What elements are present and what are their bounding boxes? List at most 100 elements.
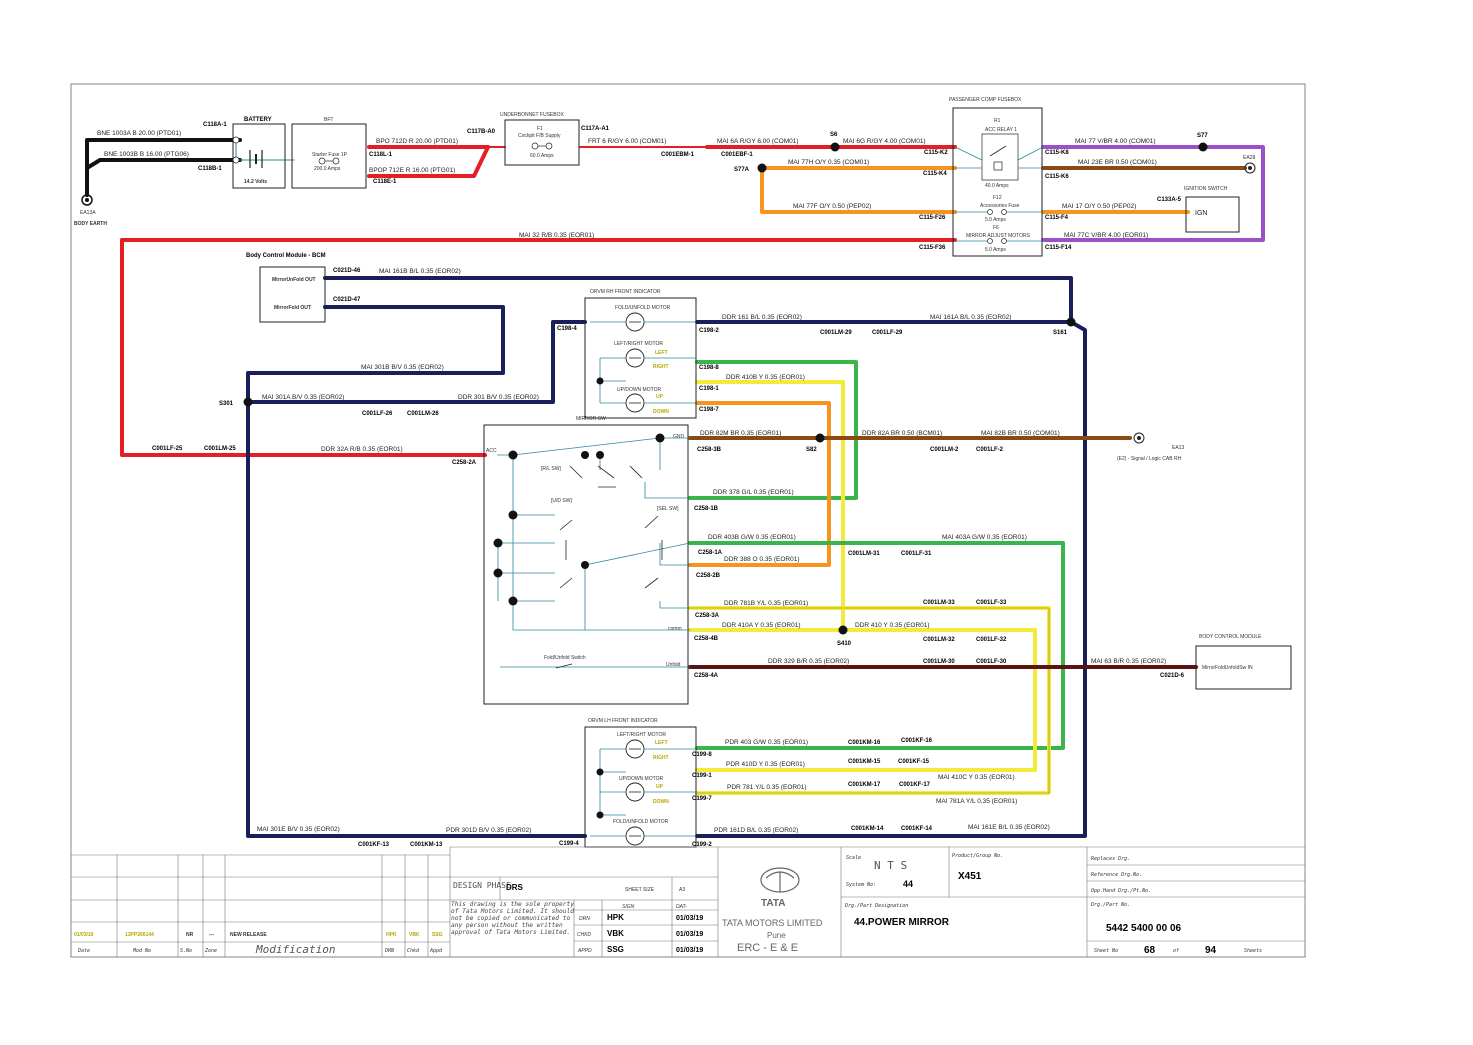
diagram-label: [SEL SW] — [657, 506, 679, 512]
diagram-label: C001LF-26 — [362, 411, 393, 417]
wire-label: MAI 161B B/L 0.35 (EOR02) — [379, 268, 461, 275]
wire-label: PDR 781 Y/L 0.35 (EOR01) — [727, 784, 807, 791]
diagram-label: C258-2A — [452, 460, 477, 466]
wire-label: DDR 781B Y/L 0.35 (EOR01) — [724, 600, 808, 607]
diagram-label: MirrorFoldUnfoldSw IN — [1202, 665, 1253, 671]
diagram-label: TATA MOTORS LIMITED — [722, 918, 823, 928]
wire-label: MAI 161A B/L 0.35 (EOR02) — [930, 314, 1011, 321]
diagram-label: 68 — [1144, 945, 1156, 956]
diagram-label: UP — [656, 394, 664, 400]
diagram-label: C118E-1 — [373, 179, 397, 185]
diagram-label: LEFT/RIGHT MOTOR — [617, 732, 666, 738]
diagram-label: Appd — [429, 948, 443, 954]
diagram-label: 01/03/19 — [676, 915, 703, 922]
diagram-label: C001EBF-1 — [721, 152, 753, 158]
diagram-label: comm — [668, 626, 682, 632]
diagram-label: C001LM-30 — [923, 659, 955, 665]
diagram-label: 44.POWER MIRROR — [854, 917, 950, 928]
diagram-label: Reference Drg.No. — [1091, 872, 1142, 878]
diagram-label: S77 — [1197, 133, 1208, 139]
title-block: 01/03/19 13PP266144 NR --- NEW RELEASE H… — [71, 846, 1305, 957]
diagram-label: C001KM-15 — [848, 759, 881, 765]
diagram-label: 60.0 Amps — [530, 153, 554, 159]
diagram-label: C001KM-16 — [848, 740, 881, 746]
wire-label: MAI 301E B/V 0.35 (EOR02) — [257, 826, 340, 833]
diagram-label: 200.0 Amps — [314, 166, 341, 172]
diagram-label: APPD — [577, 948, 592, 954]
diagram-label: Mod No — [132, 948, 151, 954]
diagram-label: C001KF-16 — [901, 738, 933, 744]
diagram-label: UP — [656, 784, 664, 790]
diagram-label: NR — [186, 932, 194, 938]
diagram-label: S.No — [180, 948, 192, 954]
diagram-label: Opp.Hand Drg./Pt.No. — [1091, 888, 1151, 894]
wire-ddr-378 — [688, 360, 858, 500]
diagram-label: C115-F36 — [919, 245, 946, 251]
diagram-label: C199-8 — [692, 752, 712, 758]
wire-label: FRT 6 R/GY 6.00 (COM01) — [588, 138, 666, 145]
diagram-label: F1 — [537, 126, 543, 132]
diagram-label: MirrorUnFold OUT — [272, 277, 316, 283]
diagram-label: F12 — [993, 195, 1002, 201]
diagram-label: C258-4A — [694, 673, 719, 679]
diagram-label: Product/Group No. — [952, 853, 1003, 859]
copyright-note: This drawing is the sole property of Tat… — [451, 901, 574, 936]
wire-label: PDR 410D Y 0.35 (EOR01) — [726, 761, 805, 768]
diagram-label: C198-2 — [699, 328, 719, 334]
diagram-label: C198-8 — [699, 365, 719, 371]
body-earth: EA13A BODY EARTH — [74, 194, 107, 227]
diagram-label: TATA — [761, 898, 785, 909]
wire-ddr-161 — [695, 320, 1087, 838]
diagram-label: C001KF-17 — [899, 782, 931, 788]
wire-label: DDR 410A Y 0.35 (EOR01) — [722, 622, 801, 629]
diagram-label: ORVM LH FRONT INDICATOR — [588, 718, 658, 724]
diagram-label: ORVM RH FRONT INDICATOR — [590, 289, 661, 295]
ea28-ground: EA28 — [1243, 155, 1256, 174]
diagram-label: C115-F14 — [1045, 245, 1072, 251]
diagram-label: CHKD — [577, 932, 592, 938]
wire-label: MAI 63 B/R 0.35 (EOR02) — [1091, 658, 1166, 665]
ignition-switch: IGNITION SWITCH IGN — [1184, 186, 1240, 233]
diagram-label: ERC - E & E — [737, 942, 798, 954]
wire-label: DDR 378 G/L 0.35 (EOR01) — [713, 489, 794, 496]
diagram-label: C001LF-30 — [976, 659, 1007, 665]
diagram-label: UP/DOWN MOTOR — [617, 387, 661, 393]
diagram-label: IGNITION SWITCH — [1184, 186, 1228, 192]
wire-label: MAI 17 O/Y 0.50 (PEP02) — [1062, 203, 1136, 210]
diagram-label: Fold/Unfold Switch — [544, 655, 586, 661]
diagram-label: ACC — [486, 448, 497, 454]
diagram-label: C001LM-2 — [930, 447, 959, 453]
diagram-label: HPK — [607, 913, 624, 922]
ea13-ground: EA13 (E2) - Signal / Logic CAB RH — [1117, 432, 1184, 462]
diagram-label: DESIGN PHASE — [453, 881, 511, 890]
battery: BATTERY 14.2 Volts — [232, 117, 286, 189]
wire-mai-32 — [120, 238, 957, 457]
diagram-label: C001LM-25 — [204, 446, 236, 452]
diagram-label: 5.0 Amps — [985, 217, 1006, 223]
diagram-label: EA13A — [80, 210, 96, 216]
wire-label: MAI 77H O/Y 0.35 (COM01) — [788, 159, 869, 166]
diagram-label: 01/03/19 — [676, 947, 703, 954]
diagram-label: C001KF-14 — [901, 826, 933, 832]
diagram-label: S82 — [806, 447, 817, 453]
wire-mai-301e — [246, 400, 587, 838]
wire-ddr-403b — [688, 541, 1065, 750]
wire-mai-161b — [323, 276, 1073, 324]
diagram-label: C001EBM-1 — [661, 152, 695, 158]
diagram-label: Sheet No — [1094, 948, 1118, 954]
wire-label: MAI 301B B/V 0.35 (EOR02) — [361, 364, 444, 371]
wire-label: MAI 77C V/BR 4.00 (EOR01) — [1064, 232, 1148, 239]
diagram-label: 40.0 Amps — [985, 183, 1009, 189]
wire-label: MAI 23E BR 0.50 (COM01) — [1078, 159, 1157, 166]
diagram-label: C021D-47 — [333, 297, 361, 303]
diagram-label: C115-K4 — [923, 171, 947, 177]
connector-labels: C118A-1 C118B-1 C118L-1 C118E-1 C117B-A0… — [152, 122, 1208, 848]
diagram-label: Replaces Drg. — [1091, 856, 1130, 862]
diagram-label: C115-F26 — [919, 215, 946, 221]
diagram-label: Unfold — [666, 662, 681, 668]
diagram-label: C001LF-25 — [152, 446, 183, 452]
wire-mai-301b — [246, 305, 505, 404]
diagram-label: X451 — [958, 871, 982, 882]
diagram-label: C117A-A1 — [581, 126, 610, 132]
